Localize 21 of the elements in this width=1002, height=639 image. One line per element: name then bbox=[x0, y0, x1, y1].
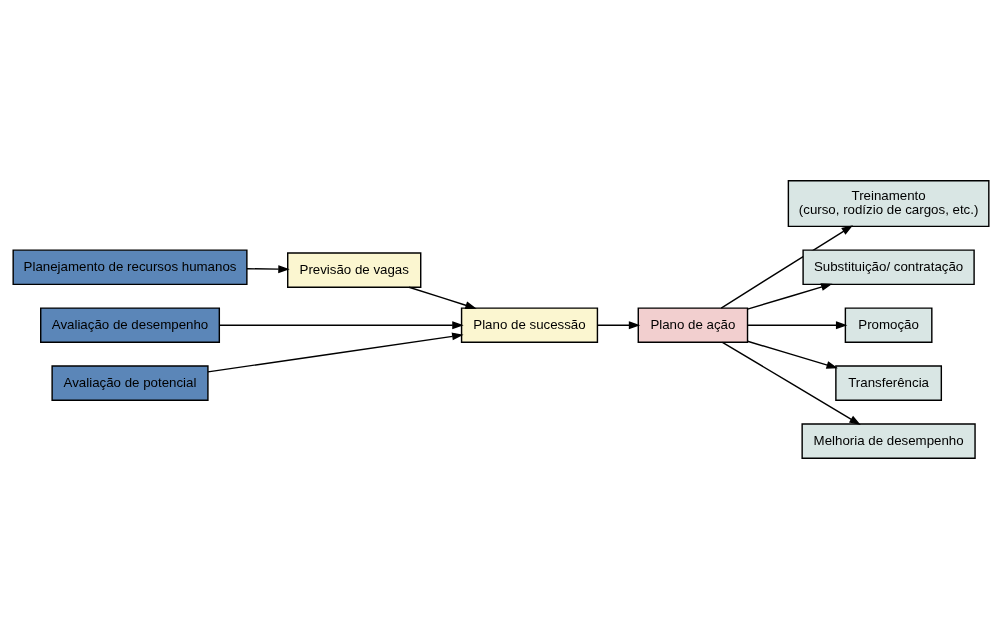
arrow bbox=[218, 321, 464, 330]
arrow bbox=[746, 321, 848, 330]
arrow bbox=[207, 332, 464, 373]
arrow bbox=[408, 286, 477, 310]
arrow bbox=[596, 321, 641, 330]
arrow bbox=[721, 341, 861, 426]
node-box: Promoção bbox=[844, 307, 933, 343]
arrow bbox=[746, 283, 833, 310]
arrow bbox=[746, 340, 838, 369]
node-box: Melhoria de desempenho bbox=[801, 423, 976, 459]
node-box: Planejamento de recursos humanos bbox=[12, 249, 248, 286]
node-box: Substituição/ contratação bbox=[802, 249, 975, 286]
node-box: Treinamento (curso, rodízio de cargos, etc.) bbox=[787, 180, 990, 228]
node-box: Previsão de vagas bbox=[287, 252, 422, 288]
node-box: Plano de ação bbox=[637, 307, 749, 343]
node-box: Transferência bbox=[835, 365, 943, 401]
node-box: Plano de sucessão bbox=[460, 307, 599, 343]
node-box: Avaliação de potencial bbox=[51, 365, 209, 401]
node-box: Avaliação de desempenho bbox=[40, 307, 221, 343]
arrow bbox=[246, 265, 290, 274]
arrow bbox=[720, 225, 853, 309]
